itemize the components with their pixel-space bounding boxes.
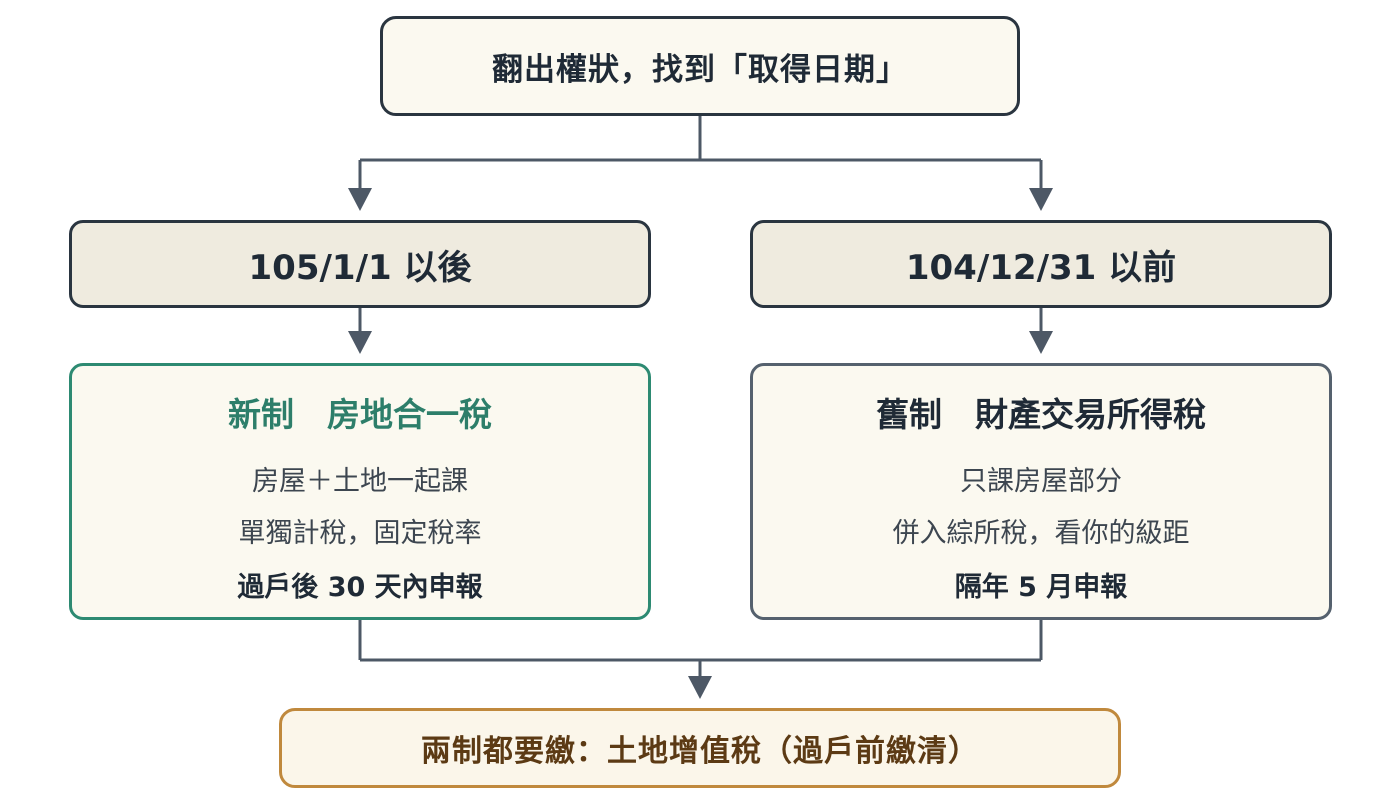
old-system-deadline: 隔年 5 月申報 [954, 572, 1128, 603]
new-system-title: 新制 房地合一稅 [228, 395, 492, 434]
date-after-text: 105/1/1 以後 [248, 247, 472, 288]
arrow-to-left-date [348, 188, 372, 211]
date-before-text: 104/12/31 以前 [905, 247, 1177, 288]
old-system-line-1: 只課房屋部分 [960, 466, 1122, 497]
common-tax-text: 兩制都要繳：土地增值稅（過戶前繳清） [421, 734, 979, 769]
old-system-box: 舊制 財產交易所得稅 只課房屋部分 併入綜所稅，看你的級距 隔年 5 月申報 [750, 363, 1332, 620]
arrow-to-left-detail [348, 331, 372, 354]
arrow-to-right-date [1029, 188, 1053, 211]
new-system-box: 新制 房地合一稅 房屋＋土地一起課 單獨計稅，固定稅率 過戶後 30 天內申報 [69, 363, 651, 620]
start-step-text: 翻出權狀，找到「取得日期」 [492, 51, 908, 88]
arrow-to-bottom [688, 676, 712, 699]
date-after-box: 105/1/1 以後 [69, 220, 651, 308]
start-step-box: 翻出權狀，找到「取得日期」 [380, 16, 1020, 116]
new-system-line-2: 單獨計稅，固定稅率 [238, 518, 482, 549]
arrow-to-right-detail [1029, 331, 1053, 354]
old-system-line-2: 併入綜所稅，看你的級距 [892, 518, 1190, 549]
new-system-line-1: 房屋＋土地一起課 [252, 466, 468, 497]
date-before-box: 104/12/31 以前 [750, 220, 1332, 308]
common-tax-box: 兩制都要繳：土地增值稅（過戶前繳清） [279, 708, 1121, 788]
new-system-deadline: 過戶後 30 天內申報 [237, 572, 483, 603]
old-system-title: 舊制 財產交易所得稅 [876, 395, 1206, 434]
